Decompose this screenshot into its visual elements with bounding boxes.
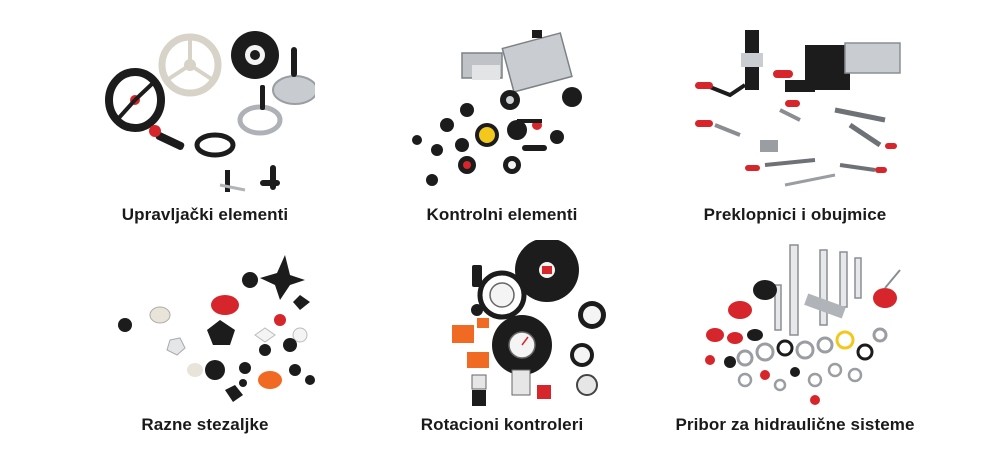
category-card-pribor-za-hidraulicne-sisteme[interactable]: Pribor za hidraulične sisteme bbox=[645, 230, 945, 445]
control-knob-icon bbox=[412, 30, 582, 186]
category-label[interactable]: Razne stezaljke bbox=[141, 415, 269, 434]
category-label[interactable]: Rotacioni kontroleri bbox=[420, 415, 584, 434]
hydraulic-accessory-product-image[interactable] bbox=[685, 240, 905, 410]
category-card-rotacioni-kontroleri[interactable]: Rotacioni kontroleri bbox=[352, 230, 652, 445]
clamping-knob-product-image[interactable] bbox=[95, 240, 315, 410]
clamping-knob-icon bbox=[118, 255, 315, 402]
toggle-clamp-icon bbox=[695, 30, 901, 187]
category-card-razne-stezaljke[interactable]: Razne stezaljke bbox=[55, 230, 355, 445]
handwheel-icon bbox=[105, 31, 315, 192]
handwheel-product-image[interactable] bbox=[95, 25, 315, 195]
control-knob-product-image[interactable] bbox=[392, 25, 612, 195]
category-card-upravljacki-elementi[interactable]: Upravljački elementi bbox=[55, 15, 355, 230]
category-label[interactable]: Upravljački elementi bbox=[121, 205, 289, 224]
toggle-clamp-product-image[interactable] bbox=[685, 25, 905, 195]
category-card-kontrolni-elementi[interactable]: Kontrolni elementi bbox=[352, 15, 652, 230]
category-label[interactable]: Kontrolni elementi bbox=[426, 205, 578, 224]
category-label[interactable]: Pribor za hidraulične sisteme bbox=[675, 415, 915, 434]
hydraulic-accessory-icon bbox=[705, 244, 901, 405]
position-indicator-product-image[interactable] bbox=[392, 240, 612, 410]
category-label[interactable]: Preklopnici i obujmice bbox=[703, 205, 887, 224]
position-indicator-icon bbox=[452, 240, 606, 406]
category-card-preklopnici-i-obujmice[interactable]: Preklopnici i obujmice bbox=[645, 15, 945, 230]
